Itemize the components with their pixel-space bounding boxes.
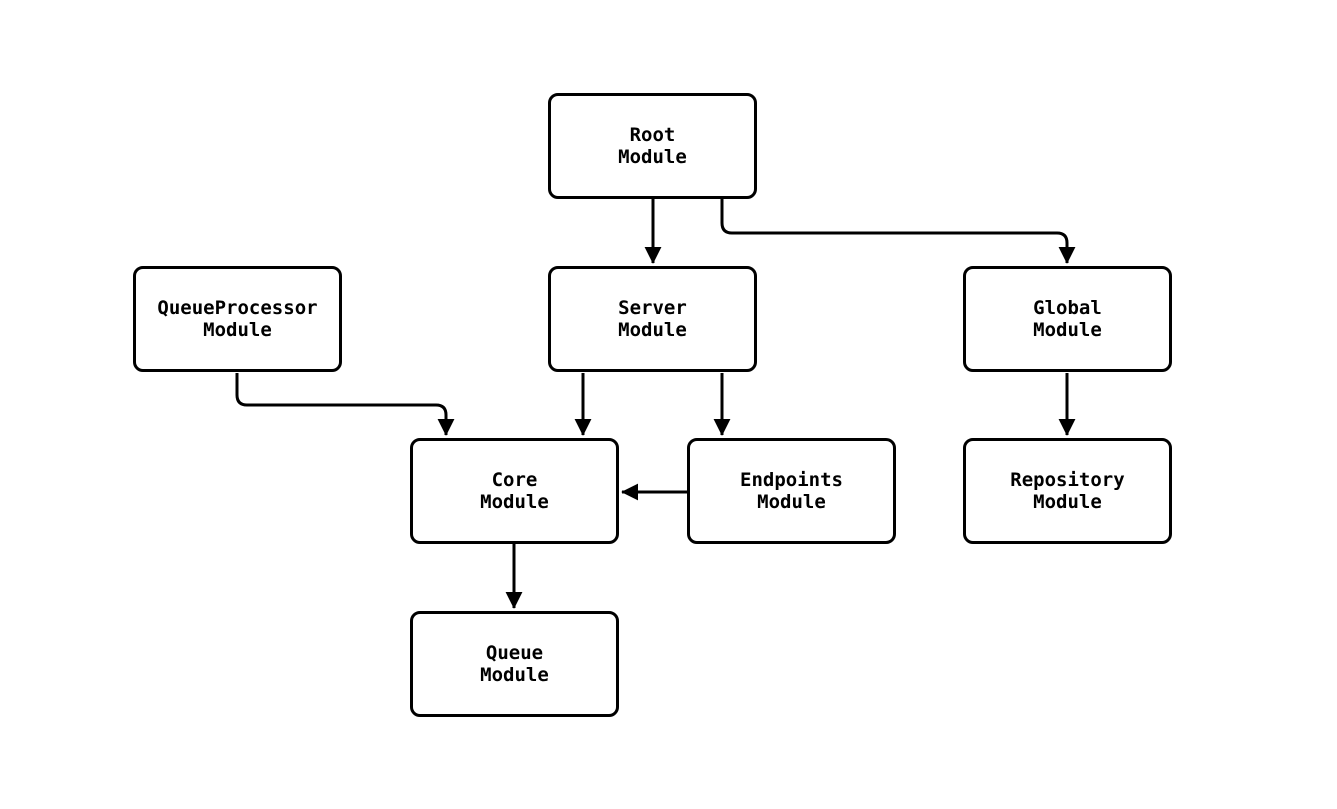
node-endpoints-module: Endpoints Module [687,438,896,544]
node-label: Global Module [1033,297,1102,341]
node-queueprocessor-module: QueueProcessor Module [133,266,342,372]
node-label: Queue Module [480,642,549,686]
node-server-module: Server Module [548,266,757,372]
node-global-module: Global Module [963,266,1172,372]
node-label: Root Module [618,124,687,168]
node-label: Endpoints Module [740,469,843,513]
node-label: QueueProcessor Module [157,297,318,341]
node-core-module: Core Module [410,438,619,544]
node-label: Core Module [480,469,549,513]
node-repository-module: Repository Module [963,438,1172,544]
node-label: Server Module [618,297,687,341]
node-label: Repository Module [1010,469,1125,513]
node-queue-module: Queue Module [410,611,619,717]
edge-queueprocessor-to-core-arrow [235,373,455,436]
edge-root-to-global-arrow [720,198,1076,264]
node-root-module: Root Module [548,93,757,199]
